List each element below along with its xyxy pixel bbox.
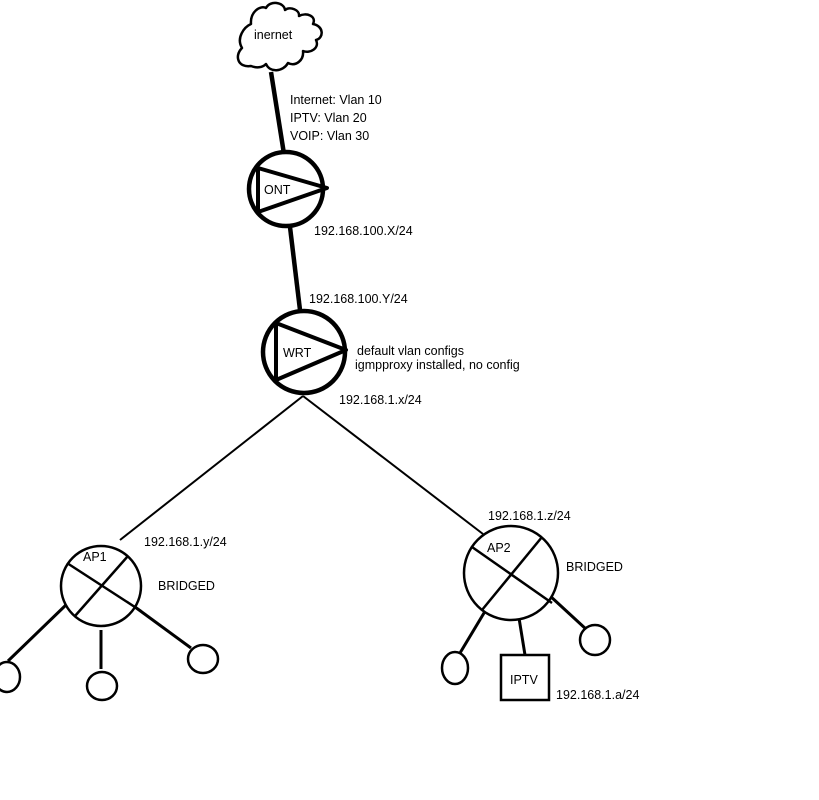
connections [119,71,484,541]
ont-ip-label: 192.168.100.X/24 [314,224,413,238]
iptv-box: IPTV [499,653,551,702]
ont-triangle [256,166,329,214]
wrt-lan-ip-label: 192.168.1.x/24 [339,393,422,407]
client-device-icon [0,660,22,694]
ap2-label: AP2 [487,541,511,555]
wrt-note-vlan: default vlan configs [357,344,464,358]
client-device-icon [440,650,470,686]
vlan-voip-label: VOIP: Vlan 30 [290,129,369,143]
ap1-mode-label: BRIDGED [158,579,215,593]
client-device-icon [578,623,612,657]
ap2-client-link-3 [547,593,589,632]
wrt-label: WRT [283,346,312,360]
vlan-iptv-label: IPTV: Vlan 20 [290,111,367,125]
link-ont-wrt [287,226,303,311]
ap2-client-link-2 [517,617,527,656]
wrt-note-igmpproxy: igmpproxy installed, no config [355,358,520,372]
client-device-icon [85,670,119,702]
ap2-cross-2 [481,536,543,611]
cloud-label: inernet [254,28,293,42]
ap2-mode-label: BRIDGED [566,560,623,574]
wrt-router: WRT [260,308,348,396]
wrt-wan-ip-label: 192.168.100.Y/24 [309,292,408,306]
ap1-node: AP1 [0,544,220,702]
link-cloud-ont [268,71,287,155]
ap1-client-link-3 [134,605,192,650]
tv-box-icon [499,653,551,702]
link-wrt-ap2 [302,395,484,535]
link-wrt-ap1 [119,395,304,541]
iptv-box-label: IPTV [510,673,538,687]
ap2-ip-label: 192.168.1.z/24 [488,509,571,523]
cloud-icon [236,1,323,72]
ap1-ip-label: 192.168.1.y/24 [144,535,227,549]
client-device-icon [186,643,220,675]
ap1-cross-1 [66,561,142,613]
ont-label: ONT [264,183,291,197]
vlan-internet-label: Internet: Vlan 10 [290,93,382,107]
ap1-cross-2 [74,555,129,617]
ap2-node: AP2 IPTV [440,524,612,702]
wrt-triangle [274,321,348,382]
ap1-label: AP1 [83,550,107,564]
iptv-ip-label: 192.168.1.a/24 [556,688,639,702]
ont-router: ONT [246,149,329,229]
annotations: Internet: Vlan 10 IPTV: Vlan 20 VOIP: Vl… [144,93,639,702]
ap1-client-link-1 [6,601,70,663]
ap2-client-link-1 [458,607,489,654]
internet-cloud: inernet [236,1,323,72]
